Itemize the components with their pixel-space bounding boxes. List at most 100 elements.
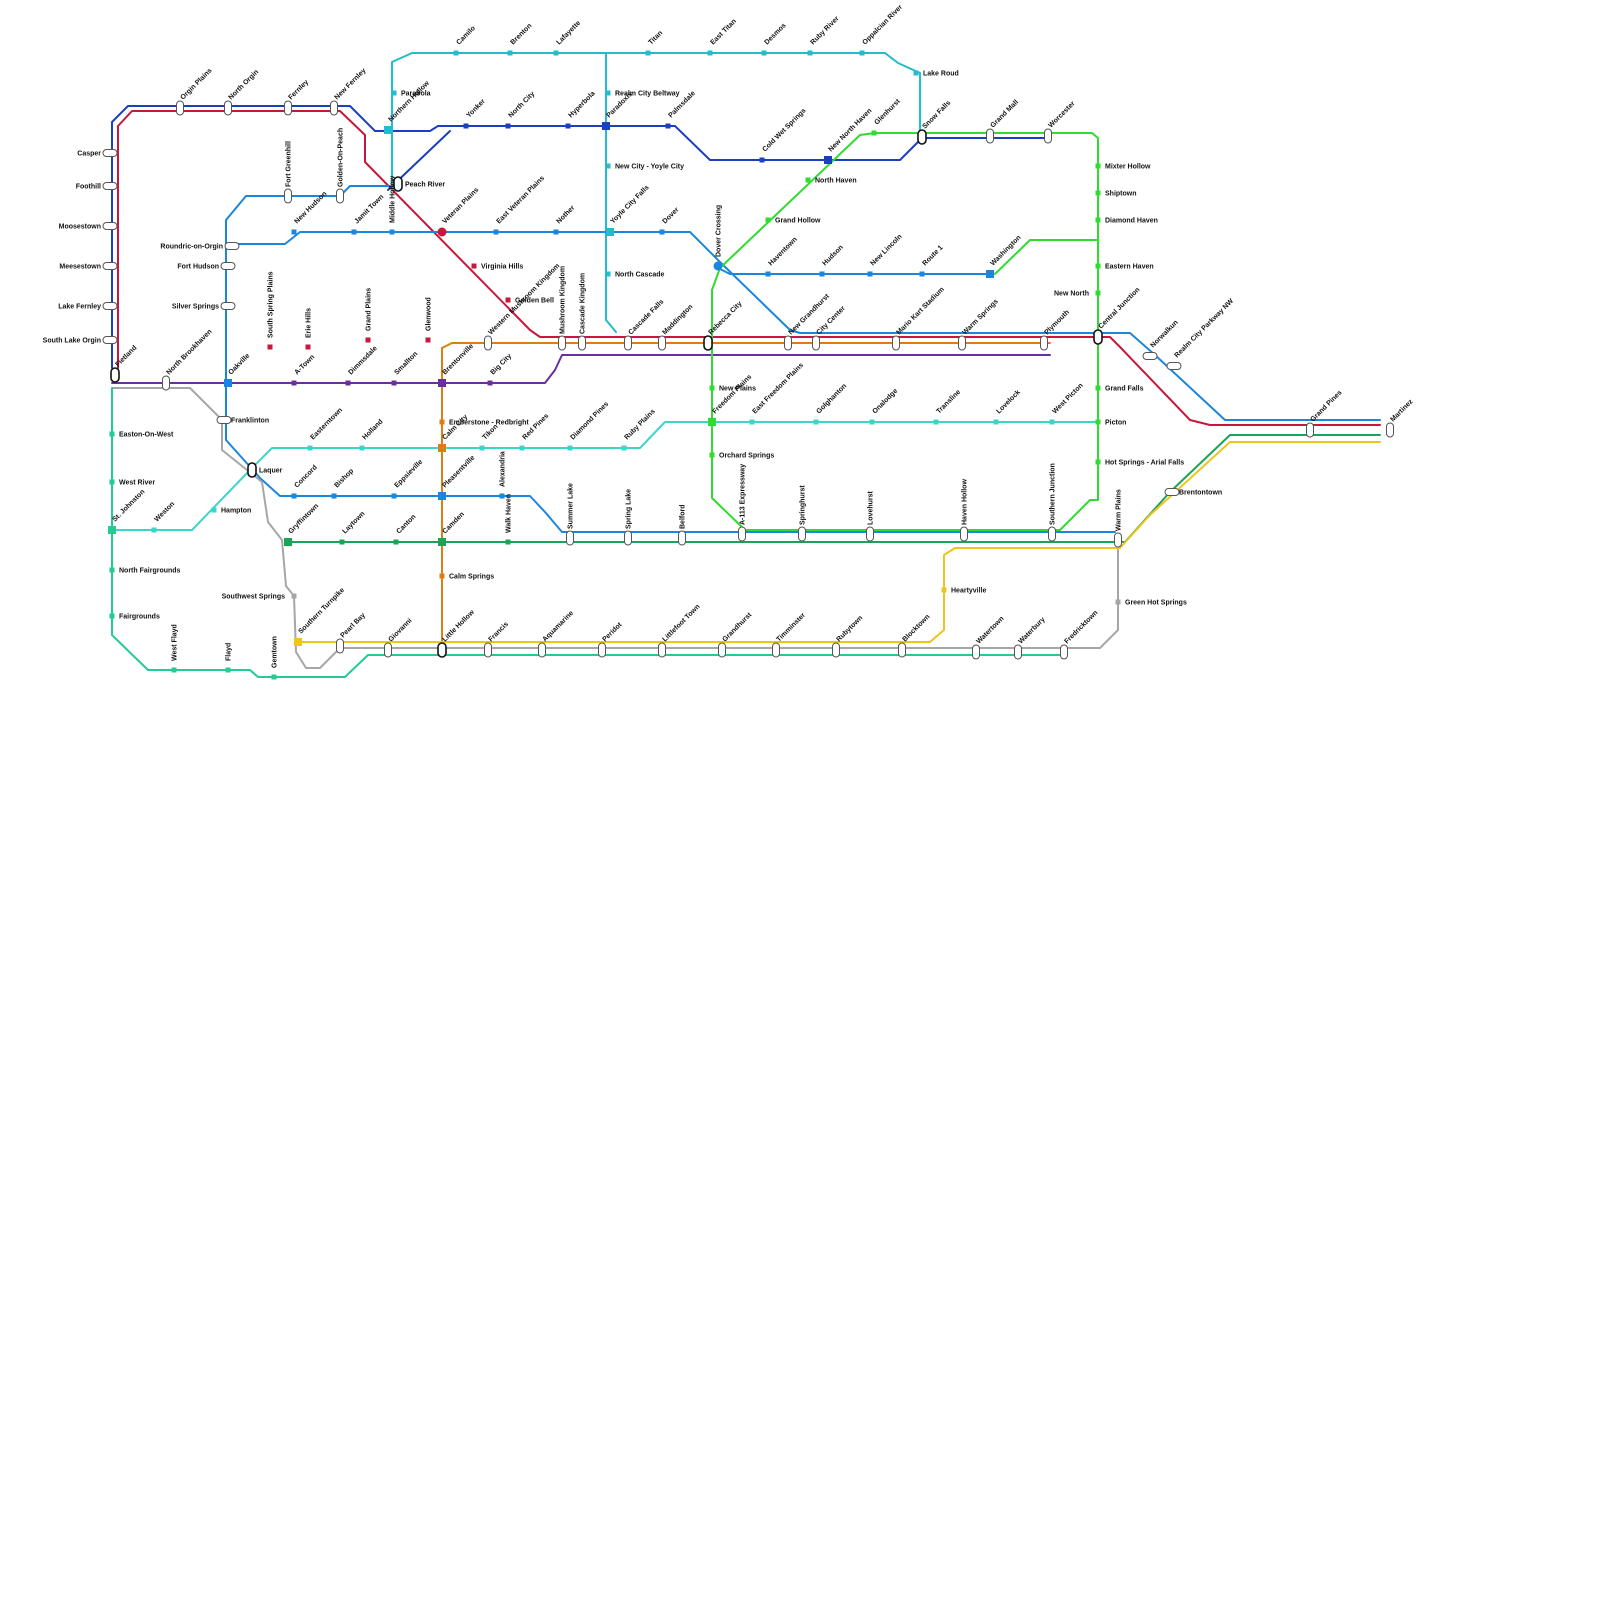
station-marker-diamond-haven[interactable] <box>1095 217 1101 223</box>
station-marker-golghanton[interactable] <box>813 419 819 425</box>
station-marker-big-city[interactable] <box>487 380 493 386</box>
station-marker-weston[interactable] <box>151 527 157 533</box>
station-marker-laytown[interactable] <box>339 539 345 545</box>
station-marker-freedom-plains[interactable] <box>708 418 716 426</box>
station-marker-dimmsdale[interactable] <box>345 380 351 386</box>
station-marker-tikon[interactable] <box>479 445 485 451</box>
station-marker-jamit-town[interactable] <box>351 229 357 235</box>
station-marker-orchard-springs[interactable] <box>709 452 715 458</box>
station-marker-eastern-haven[interactable] <box>1095 263 1101 269</box>
station-marker-heartyville[interactable] <box>941 587 947 593</box>
station-marker-new-fernley[interactable] <box>330 100 338 116</box>
station-marker-northern-hollow[interactable] <box>384 126 392 134</box>
station-marker-north-cascade[interactable] <box>605 271 611 277</box>
station-marker-new-grandhurst[interactable] <box>784 335 792 351</box>
station-marker-eppsieville[interactable] <box>391 493 397 499</box>
station-marker-little-hollow[interactable] <box>437 642 447 658</box>
station-marker-mixter-hollow[interactable] <box>1095 163 1101 169</box>
station-marker-new-plains[interactable] <box>709 385 715 391</box>
station-marker-lovelock[interactable] <box>993 419 999 425</box>
station-marker-yonker[interactable] <box>463 123 469 129</box>
station-marker-cascade-falls[interactable] <box>624 335 632 351</box>
station-marker-walk-haven[interactable] <box>505 539 511 545</box>
station-marker-western-mushroom-kingdom[interactable] <box>484 335 492 351</box>
station-marker-southern-turnpike[interactable] <box>294 638 302 646</box>
station-marker-camden[interactable] <box>438 538 446 546</box>
station-marker-easterntown[interactable] <box>307 445 313 451</box>
station-marker-watertown[interactable] <box>972 644 980 660</box>
station-marker-bishop[interactable] <box>331 493 337 499</box>
station-marker-north-fairgrounds[interactable] <box>109 567 115 573</box>
station-marker-gemtown[interactable] <box>271 674 277 680</box>
station-marker-virginia-hills[interactable] <box>471 263 477 269</box>
station-marker-west-flayd[interactable] <box>171 667 177 673</box>
station-marker-hot-springs-arial-falls[interactable] <box>1095 459 1101 465</box>
station-marker-transline[interactable] <box>933 419 939 425</box>
station-marker-city-center[interactable] <box>812 335 820 351</box>
station-marker-camilo[interactable] <box>453 50 459 56</box>
station-marker-rebecca-city[interactable] <box>703 335 713 351</box>
station-marker-onalodge[interactable] <box>869 419 875 425</box>
station-marker-plymouth[interactable] <box>1040 335 1048 351</box>
station-marker-ruby-river[interactable] <box>807 50 813 56</box>
station-marker-worcester[interactable] <box>1044 128 1052 144</box>
station-marker-desmos[interactable] <box>761 50 767 56</box>
station-marker-brenton[interactable] <box>507 50 513 56</box>
station-marker-golden-on-peach[interactable] <box>336 188 344 204</box>
station-marker-glenwood[interactable] <box>425 337 431 343</box>
station-marker-fort-hudson[interactable] <box>220 262 236 270</box>
station-marker-east-freedom-plains[interactable] <box>749 419 755 425</box>
station-marker-brentontown[interactable] <box>1164 488 1180 496</box>
station-marker-concord[interactable] <box>291 493 297 499</box>
station-marker-a-town[interactable] <box>291 380 297 386</box>
station-marker-francis[interactable] <box>484 642 492 658</box>
station-marker-belford[interactable] <box>678 530 686 546</box>
station-marker-route-1[interactable] <box>919 271 925 277</box>
station-marker-north-brookhaven[interactable] <box>162 375 170 391</box>
station-marker-martinez[interactable] <box>1386 422 1394 438</box>
station-marker-grandhurst[interactable] <box>718 642 726 658</box>
station-marker-lafayette[interactable] <box>553 50 559 56</box>
station-marker-dover[interactable] <box>659 229 665 235</box>
station-marker-southern-junction[interactable] <box>1048 526 1056 542</box>
station-marker-easton-on-west[interactable] <box>109 431 115 437</box>
station-marker-timminster[interactable] <box>772 642 780 658</box>
station-marker-blocktown[interactable] <box>898 642 906 658</box>
station-marker-east-titan[interactable] <box>707 50 713 56</box>
station-marker-erie-hills[interactable] <box>305 344 311 350</box>
station-marker-moosestown[interactable] <box>102 222 118 230</box>
station-marker-emberstone-redbright[interactable] <box>439 419 445 425</box>
station-marker-red-pines[interactable] <box>519 445 525 451</box>
station-marker-springhurst[interactable] <box>798 526 806 542</box>
station-marker-new-city-yoyle-city[interactable] <box>605 163 611 169</box>
station-marker-waterbury[interactable] <box>1014 644 1022 660</box>
station-marker-holland[interactable] <box>359 445 365 451</box>
station-marker-east-veteran-plains[interactable] <box>493 229 499 235</box>
station-marker-south-lake-orgin[interactable] <box>102 336 118 344</box>
station-marker-st-johnston[interactable] <box>108 526 116 534</box>
station-marker-smallton[interactable] <box>391 380 397 386</box>
station-marker-green-hot-springs[interactable] <box>1115 599 1121 605</box>
station-marker-titan[interactable] <box>645 50 651 56</box>
station-marker-warm-plains[interactable] <box>1114 532 1122 548</box>
station-marker-realm-city-parkway-nw[interactable] <box>1166 362 1182 370</box>
station-marker-central-junction[interactable] <box>1093 329 1103 345</box>
station-marker-yoyle-city-falls[interactable] <box>606 228 614 236</box>
station-marker-meesestown[interactable] <box>102 262 118 270</box>
station-marker-haventown[interactable] <box>765 271 771 277</box>
station-marker-north-city[interactable] <box>505 123 511 129</box>
station-marker-grand-falls[interactable] <box>1095 385 1101 391</box>
station-marker-fernley[interactable] <box>284 100 292 116</box>
station-marker-canton[interactable] <box>393 539 399 545</box>
station-marker-aquamarine[interactable] <box>538 642 546 658</box>
station-marker-middle-hollow[interactable] <box>389 229 395 235</box>
station-marker-grand-plains[interactable] <box>365 337 371 343</box>
station-marker-glenhurst[interactable] <box>871 130 877 136</box>
station-marker-brentonville[interactable] <box>438 379 446 387</box>
station-marker-picton[interactable] <box>1095 419 1101 425</box>
station-marker-palmsdale[interactable] <box>665 123 671 129</box>
station-marker-new-north-haven[interactable] <box>824 156 832 164</box>
station-marker-north-orgin[interactable] <box>224 100 232 116</box>
station-marker-west-river[interactable] <box>109 479 115 485</box>
station-marker-pearl-bay[interactable] <box>336 638 344 654</box>
